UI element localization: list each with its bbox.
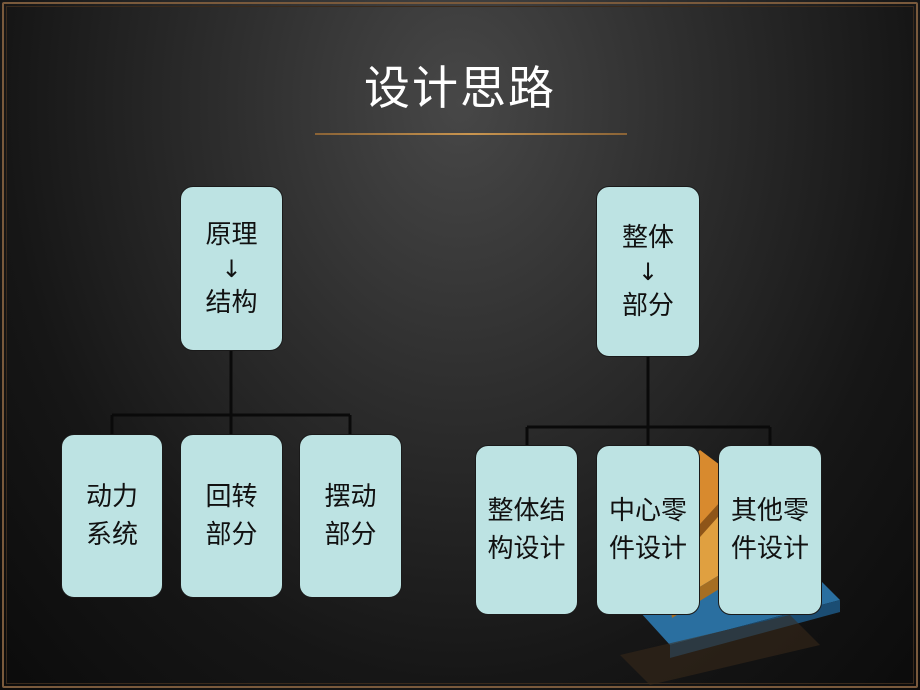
left-root-node: 原理 ↓ 结构 bbox=[180, 186, 283, 351]
right-child-2-line1: 中心零 bbox=[608, 496, 687, 526]
left-child-1-line2: 系统 bbox=[85, 520, 138, 550]
left-child-3-line1: 摆动 bbox=[324, 482, 377, 512]
right-child-node-3: 其他零 件设计 bbox=[718, 445, 822, 615]
down-arrow-icon: ↓ bbox=[637, 257, 659, 286]
left-child-node-1: 动力 系统 bbox=[61, 434, 163, 598]
left-child-1-line1: 动力 bbox=[85, 482, 138, 512]
right-child-1-line1: 整体结 bbox=[487, 496, 566, 526]
right-child-node-1: 整体结 构设计 bbox=[475, 445, 578, 615]
right-root-bottom: 部分 bbox=[621, 290, 674, 321]
right-child-3-line1: 其他零 bbox=[730, 496, 809, 526]
left-child-node-2: 回转 部分 bbox=[180, 434, 283, 598]
left-root-bottom: 结构 bbox=[205, 287, 258, 318]
title-underline bbox=[315, 133, 627, 135]
left-root-top: 原理 bbox=[205, 219, 258, 250]
right-child-3-line2: 件设计 bbox=[730, 534, 809, 564]
left-child-2-line1: 回转 bbox=[205, 482, 258, 512]
right-root-top: 整体 bbox=[621, 222, 674, 253]
down-arrow-icon: ↓ bbox=[221, 254, 242, 283]
left-child-3-line2: 部分 bbox=[324, 520, 377, 550]
right-child-2-line2: 件设计 bbox=[608, 534, 687, 564]
slide-title: 设计思路 bbox=[364, 61, 556, 115]
right-root-node: 整体 ↓ 部分 bbox=[596, 186, 700, 357]
left-child-node-3: 摆动 部分 bbox=[299, 434, 402, 598]
right-child-1-line2: 构设计 bbox=[487, 534, 566, 564]
right-child-node-2: 中心零 件设计 bbox=[596, 445, 700, 615]
left-child-2-line2: 部分 bbox=[205, 520, 258, 550]
